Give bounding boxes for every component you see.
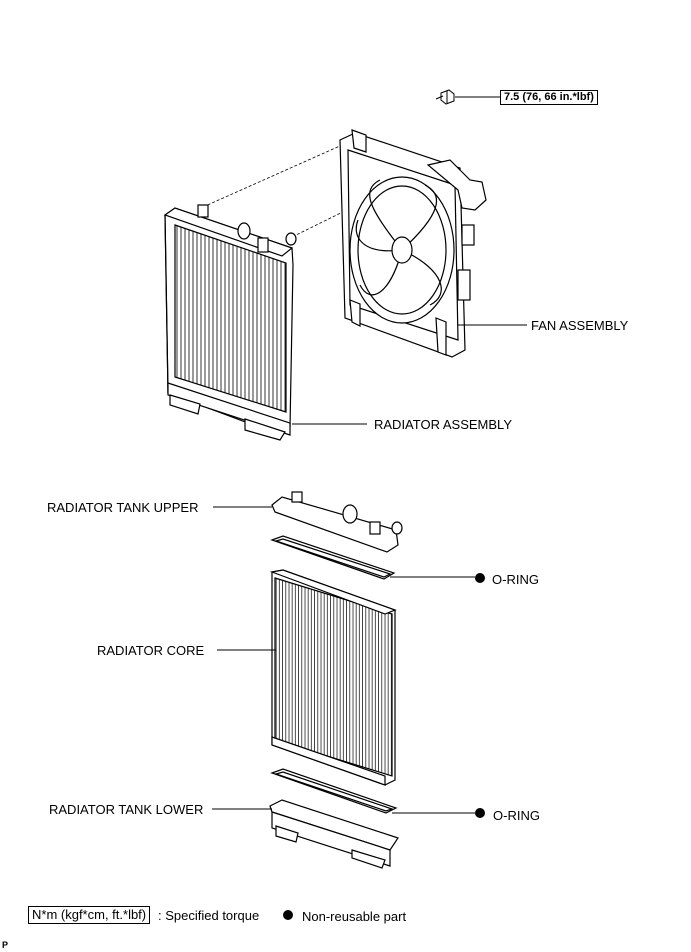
radiator-assembly-drawing	[163, 204, 297, 441]
radiator-tank-lower-label: RADIATOR TANK LOWER	[49, 802, 204, 817]
bolt	[435, 89, 455, 105]
o-ring-upper-drawing	[270, 535, 396, 580]
alignment-lines	[202, 136, 439, 240]
fan-assembly-label: FAN ASSEMBLY	[531, 318, 629, 333]
radiator-tank-lower-drawing	[269, 799, 399, 869]
radiator-tank-upper-label: RADIATOR TANK UPPER	[47, 500, 199, 515]
radiator-core-drawing	[269, 569, 397, 786]
legend-nonreusable-dot	[283, 910, 293, 920]
radiator-core-label: RADIATOR CORE	[97, 643, 205, 658]
legend-torque-text: : Specified torque	[158, 908, 260, 923]
torque-spec-box: 7.5 (76, 66 in.*lbf)	[500, 90, 598, 105]
fan-assembly-drawing	[339, 129, 487, 358]
non-reusable-mark-lower	[475, 808, 485, 818]
corner-mark: P	[2, 940, 9, 950]
o-ring-lower-label: O-RING	[493, 808, 540, 823]
non-reusable-mark-upper	[475, 573, 485, 583]
radiator-assembly-label: RADIATOR ASSEMBLY	[374, 417, 512, 432]
legend-nonreusable-text: Non-reusable part	[302, 909, 407, 924]
legend-torque-box: N*m (kgf*cm, ft.*lbf)	[28, 906, 151, 924]
o-ring-lower-drawing	[270, 768, 398, 814]
radiator-tank-upper-drawing	[271, 491, 403, 553]
o-ring-upper-label: O-RING	[492, 572, 539, 587]
